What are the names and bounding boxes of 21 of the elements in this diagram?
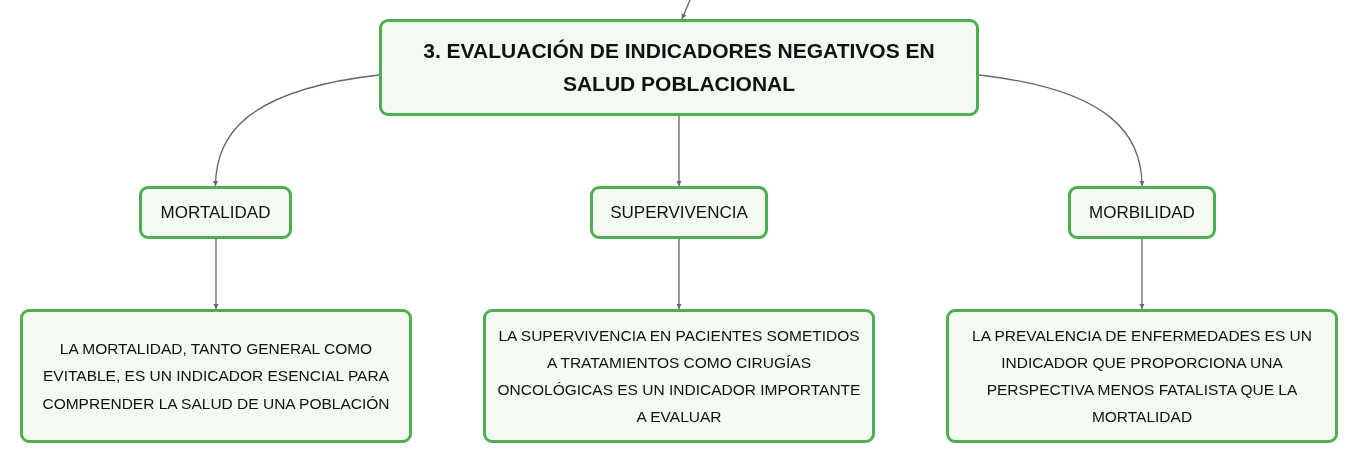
- description-box: [483, 309, 875, 443]
- subtopic-box: [590, 186, 768, 239]
- subtopic-label: SUPERVIVENCIA: [610, 201, 748, 224]
- topic-box: [379, 19, 979, 116]
- connector-arrow: [676, 115, 682, 187]
- connector-arrow: [681, 0, 691, 20]
- connector-arrow: [1139, 238, 1145, 310]
- description-box: [946, 309, 1338, 443]
- connector-arrow: [213, 74, 380, 187]
- connector-arrow: [676, 238, 682, 310]
- subtopic-label: MORTALIDAD: [160, 201, 271, 224]
- connector-arrow: [213, 238, 219, 310]
- topic-title: 3. EVALUACIÓN DE INDICADORES NEGATIVOS EN SALUD POBLACIONAL: [422, 37, 936, 97]
- description-text: LA MORTALIDAD, TANTO GENERAL COMO EVITABLE, ES UN INDICADOR ESENCIAL PARA COMPRENDER LA SALUD DE UNA POBLACIÓN: [41, 339, 391, 414]
- subtopic-box: [1068, 186, 1216, 239]
- subtopic-box: [139, 186, 292, 239]
- description-text: LA PREVALENCIA DE ENFERMEDADES ES UN INDICADOR QUE PROPORCIONA UNA PERSPECTIVA MENOS FATALISTA QUE LA MORTALIDAD: [971, 325, 1313, 428]
- description-text: LA SUPERVIVENCIA EN PACIENTES SOMETIDOS A TRATAMIENTOS COMO CIRUGÍAS ONCOLÓGICAS ES UN INDICADOR IMPORTANTE A EVALUAR: [496, 325, 862, 428]
- description-box: [20, 309, 412, 443]
- subtopic-label: MORBILIDAD: [1089, 201, 1195, 224]
- connector-arrow: [978, 74, 1145, 187]
